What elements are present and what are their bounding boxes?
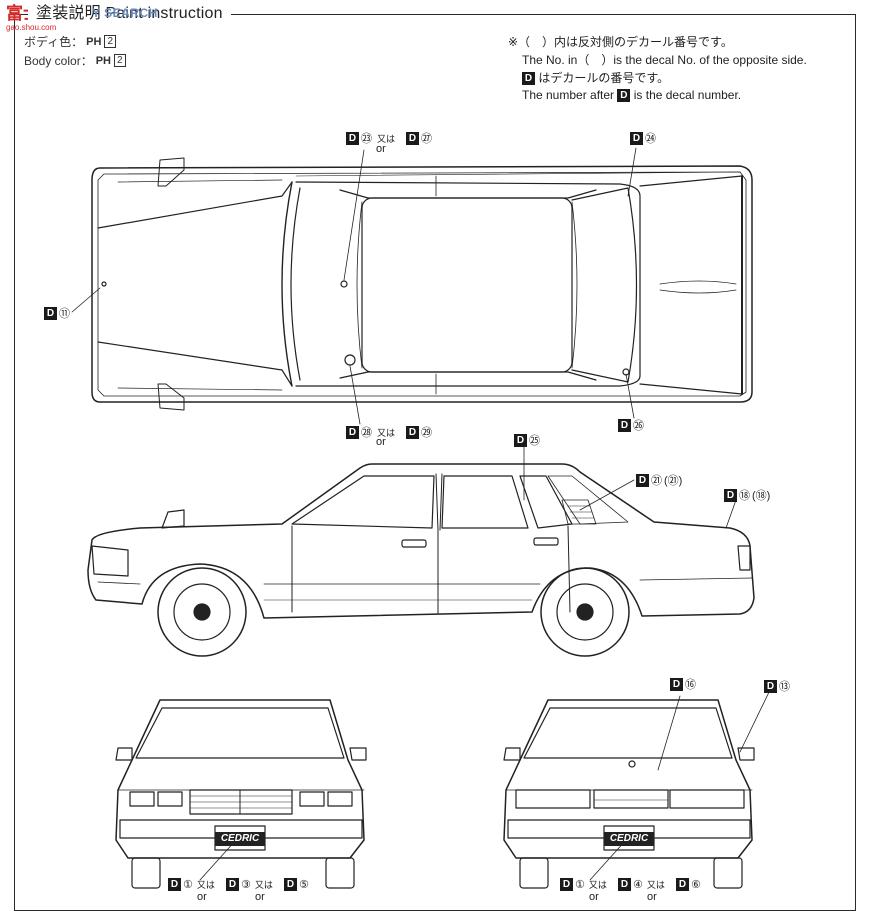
decal-number: ⑥: [691, 879, 701, 891]
note-line-4-suffix: is the decal number.: [633, 88, 742, 102]
note-line-3-text: はデカールの番号です。: [538, 71, 670, 85]
sheet-frame: [14, 14, 856, 911]
decal-icon: D: [676, 878, 689, 891]
note-line-4-prefix: The number after: [522, 88, 615, 102]
decal-icon: D: [284, 878, 297, 891]
decal-icon: D: [406, 131, 419, 145]
decal-number: ①: [575, 879, 585, 891]
decal-icon: D: [630, 131, 643, 145]
decal-number: ⑬: [779, 681, 790, 693]
decal-icon: D: [764, 679, 777, 693]
rear-view-drawing: [503, 699, 755, 889]
or-jp: 又は: [646, 880, 665, 890]
decal-label-21: D ㉑ (㉑): [636, 472, 682, 488]
decal-icon: D: [406, 425, 419, 439]
decal-number: ㉗: [421, 133, 432, 145]
or-jp: 又は: [377, 427, 396, 438]
decal-label-28: D ㉘ 又は: [346, 424, 395, 440]
decal-icon: D: [670, 677, 683, 691]
decal-number: ㉙: [421, 427, 432, 439]
decal-number-opposite: (㉑): [664, 475, 683, 487]
decal-number: ⑪: [59, 308, 70, 320]
decal-icon: D: [618, 418, 631, 432]
watermark-url: gao.shou.com: [6, 23, 57, 32]
decal-icon: D: [636, 473, 649, 487]
or-jp: 又は: [588, 880, 607, 890]
front-view-drawing: [115, 699, 367, 889]
or-en: or: [255, 891, 265, 903]
rear-plate: CEDRIC: [604, 832, 654, 846]
decal-number: ④: [633, 879, 643, 891]
decal-icon: D: [44, 306, 57, 320]
decal-icon: D: [560, 878, 573, 891]
paint-code: PH: [86, 35, 102, 48]
decal-label-11: D ⑪: [44, 305, 70, 321]
decal-label-23: D ㉓ 又は: [346, 130, 395, 146]
paint-number: 2: [104, 35, 117, 48]
or-en: or: [647, 891, 657, 903]
decal-icon: D: [514, 433, 527, 447]
watermark-search: Y SEARCH: [92, 6, 158, 20]
decal-number: ㉖: [633, 420, 644, 432]
decal-label-13: D ⑬: [764, 678, 790, 694]
decal-icon: D: [724, 488, 737, 502]
decal-number: ⑤: [299, 879, 309, 891]
top-view-drawing: [91, 157, 753, 411]
or-jp: 又は: [196, 880, 215, 890]
decal-label-29: D ㉙: [406, 424, 432, 440]
decal-number: ㉘: [361, 427, 372, 439]
leader-lines: [71, 147, 771, 771]
decal-label-26: D ㉖: [618, 417, 644, 433]
decal-label-18: D ⑱ (⑱): [724, 487, 770, 503]
decal-label-1-rear: D ① 又は: [560, 878, 607, 891]
decal-label-4: D ④ 又は: [618, 878, 665, 891]
decal-icon: D: [522, 72, 535, 86]
decal-number: ㉓: [361, 133, 372, 145]
note-line-3: D はデカールの番号です。: [522, 69, 669, 86]
or-en: or: [197, 891, 207, 903]
front-plate: CEDRIC: [215, 832, 265, 846]
paint-number-en: 2: [113, 54, 126, 67]
decal-icon: D: [226, 878, 239, 891]
or-en: or: [376, 143, 386, 155]
decal-number: ㉕: [529, 435, 540, 447]
decal-number: ③: [241, 879, 251, 891]
decal-number: ⑯: [685, 679, 696, 691]
decal-icon: D: [346, 131, 359, 145]
note-line-2: The No. in（ ）is the decal No. of the opp…: [522, 53, 807, 67]
paint-en: Body color： PH 2: [24, 52, 126, 69]
decal-number: ①: [183, 879, 193, 891]
decal-label-1-front: D ① 又は: [168, 878, 215, 891]
decal-number-opposite: (⑱): [752, 490, 771, 502]
side-view-drawing: [87, 463, 755, 657]
decal-label-3: D ③ 又は: [226, 878, 273, 891]
decal-icon: D: [346, 425, 359, 439]
or-jp: 又は: [254, 880, 273, 890]
decal-label-5: D ⑤: [284, 878, 309, 891]
note-line-1: ※（ ）内は反対側のデカール番号です。: [508, 35, 733, 49]
or-en: or: [376, 436, 386, 448]
page-title: 塗装説明 Paint instruction: [36, 5, 223, 22]
decal-number: ㉔: [645, 133, 656, 145]
decal-icon: D: [618, 878, 631, 891]
decal-label-25: D ㉕: [514, 432, 540, 448]
note-line-4: The number after D is the decal number.: [522, 88, 742, 103]
paint-jp-label: ボディ色：: [24, 35, 84, 49]
paint-code-en: PH: [95, 54, 111, 67]
decal-label-6: D ⑥: [676, 878, 701, 891]
or-en: or: [589, 891, 599, 903]
decal-number: ㉑: [651, 475, 662, 487]
paint-en-label: Body color：: [24, 54, 93, 68]
decal-label-16: D ⑯: [670, 676, 696, 692]
decal-icon: D: [168, 878, 181, 891]
page-title-block: 塗装説明 Paint instruction: [28, 0, 231, 22]
decal-label-24: D ㉔: [630, 130, 656, 146]
paint-jp: ボディ色： PH 2: [24, 33, 117, 50]
or-jp: 又は: [377, 133, 396, 144]
decal-icon: D: [617, 89, 631, 103]
decal-number: ⑱: [739, 490, 750, 502]
decal-label-27: D ㉗: [406, 130, 432, 146]
